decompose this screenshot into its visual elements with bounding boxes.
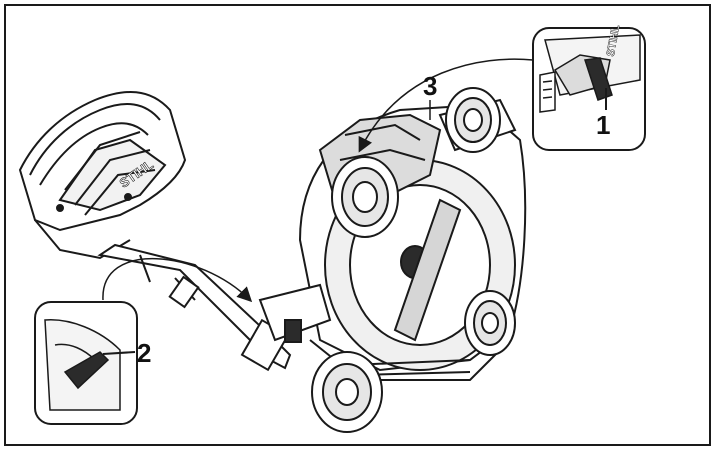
wheel-rear-left [311, 351, 383, 433]
arrow-inset-2-to-handle [102, 258, 253, 303]
figure-frame [4, 4, 711, 446]
arrow-inset-1-to-engine [358, 58, 534, 153]
wheel-rear-right [464, 290, 516, 356]
callout-3: 3 [423, 71, 438, 101]
engine-brand-text: STIHL [605, 24, 622, 58]
callout-2: 2 [137, 338, 152, 368]
detail-inset-1: STIHL [532, 24, 646, 151]
wheel-front-right [445, 87, 501, 153]
handle-assembly [18, 91, 292, 372]
callout-1: 1 [596, 110, 611, 140]
detail-inset-2 [34, 301, 138, 425]
wheel-front-left [331, 156, 399, 238]
